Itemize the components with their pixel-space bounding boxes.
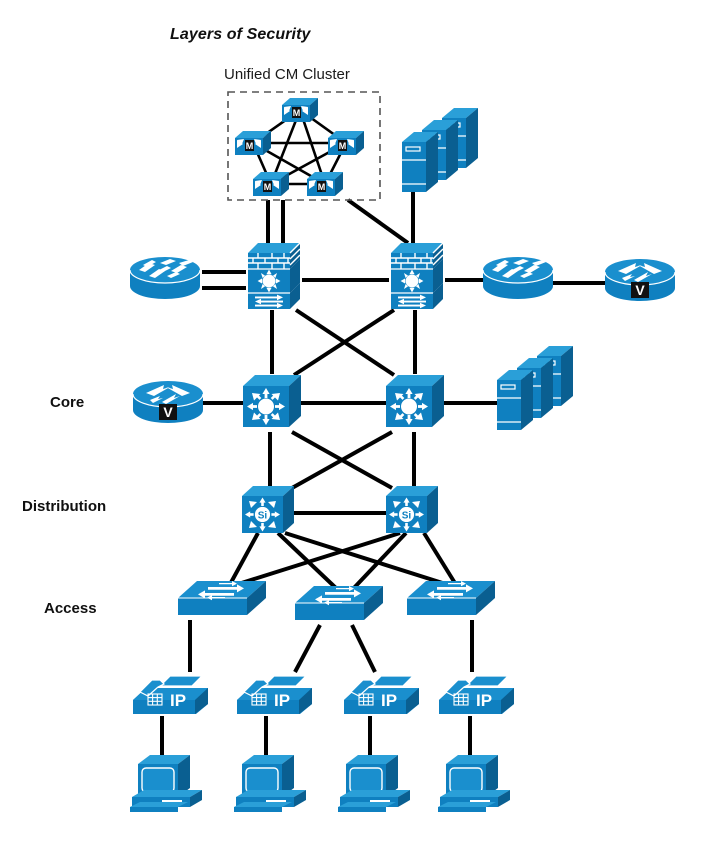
link-core-switch-right-to-distribution-switch-left — [291, 430, 393, 490]
callmanager-top[interactable] — [282, 98, 318, 122]
firewall-left[interactable] — [247, 242, 301, 310]
voice-gateway-left[interactable] — [132, 380, 204, 424]
link-distribution-switch-left-to-access-switch-3 — [284, 531, 453, 588]
pc-icon — [437, 754, 511, 813]
access-switch-3[interactable] — [406, 580, 496, 616]
firewall-right[interactable] — [390, 242, 444, 310]
ip-phone-icon — [236, 675, 313, 715]
callmanager-icon — [307, 172, 343, 196]
cluster-boundary — [227, 91, 381, 201]
content-router-left[interactable] — [129, 256, 201, 300]
device-layer — [129, 107, 676, 813]
server-farm-icon — [496, 345, 574, 431]
callmanager-icon — [253, 172, 289, 196]
access-switch-icon — [294, 585, 384, 621]
voice-router-icon — [604, 258, 676, 302]
ip-phone-3[interactable] — [343, 675, 420, 715]
ip-phone-1[interactable] — [132, 675, 209, 715]
link-access-switch-2-to-ip-phone-2 — [293, 624, 322, 673]
ip-phone-4[interactable] — [438, 675, 515, 715]
access-switch-icon — [406, 580, 496, 616]
callmanager-bottom-left[interactable] — [253, 172, 289, 196]
firewall-icon — [247, 242, 301, 310]
voice-router-icon — [132, 380, 204, 424]
layer-label-core: Core — [50, 394, 85, 411]
access-switch-icon — [177, 580, 267, 616]
access-switch-2[interactable] — [294, 585, 384, 621]
link-access-switch-2-to-ip-phone-3 — [350, 624, 377, 673]
voice-gateway-right[interactable] — [604, 258, 676, 302]
layer3-switch-icon — [386, 486, 438, 533]
layer3-switch-icon — [242, 486, 294, 533]
workstation-4[interactable] — [437, 754, 511, 813]
content-router-icon — [482, 256, 554, 300]
server-farm-core[interactable] — [496, 345, 574, 431]
pc-icon — [337, 754, 411, 813]
workstation-2[interactable] — [233, 754, 307, 813]
ip-phone-icon — [132, 675, 209, 715]
content-router-right[interactable] — [482, 256, 554, 300]
firewall-icon — [390, 242, 444, 310]
link-distribution-switch-right-to-access-switch-2 — [350, 531, 408, 592]
page-title: Layers of Security — [170, 26, 311, 43]
link-cluster-to-firewall-right — [346, 198, 410, 245]
cluster-node-layer — [235, 98, 364, 196]
callmanager-icon — [328, 131, 364, 155]
callmanager-icon — [235, 131, 271, 155]
distribution-switch-left[interactable] — [242, 486, 294, 533]
callmanager-left[interactable] — [235, 131, 271, 155]
core-switch-icon — [386, 375, 444, 427]
distribution-switch-right[interactable] — [386, 486, 438, 533]
link-distribution-switch-right-to-access-switch-1 — [231, 531, 401, 588]
layer-label-access: Access — [44, 600, 97, 617]
cluster-link-callmanager-top-callmanager-bottom-right — [298, 109, 327, 185]
link-layer — [160, 188, 608, 757]
link-firewall-right-to-core-switch-left — [292, 308, 396, 377]
callmanager-right[interactable] — [328, 131, 364, 155]
core-switch-icon — [243, 375, 301, 427]
pc-icon — [233, 754, 307, 813]
ip-phone-icon — [343, 675, 420, 715]
link-distribution-switch-right-to-access-switch-3 — [422, 531, 460, 590]
workstation-1[interactable] — [129, 754, 203, 813]
cluster-title: Unified CM Cluster — [224, 66, 350, 83]
layer-label-distribution: Distribution — [22, 498, 107, 515]
ip-phone-2[interactable] — [236, 675, 313, 715]
workstation-3[interactable] — [337, 754, 411, 813]
callmanager-icon — [282, 98, 318, 122]
core-switch-left[interactable] — [243, 375, 301, 427]
link-distribution-switch-left-to-access-switch-1 — [226, 532, 260, 589]
cluster-link-callmanager-top-callmanager-bottom-left — [269, 109, 302, 185]
access-switch-1[interactable] — [177, 580, 267, 616]
server-farm-icon — [401, 107, 479, 193]
content-router-icon — [129, 256, 201, 300]
pc-icon — [129, 754, 203, 813]
core-switch-right[interactable] — [386, 375, 444, 427]
callmanager-bottom-right[interactable] — [307, 172, 343, 196]
server-farm-top[interactable] — [401, 107, 479, 193]
ip-phone-icon — [438, 675, 515, 715]
